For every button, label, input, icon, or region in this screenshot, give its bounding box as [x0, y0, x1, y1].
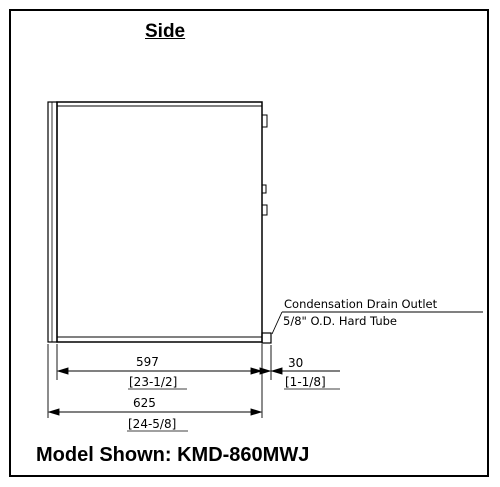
overall-in-label: [24-5/8]: [128, 417, 176, 431]
dimension-depth: [56, 344, 263, 380]
callout-leader: [271, 311, 483, 335]
cabinet-body: [56, 101, 263, 343]
front-panel: [47, 101, 58, 343]
rear-fittings: [261, 114, 268, 216]
depth-mm-label: 597: [136, 355, 159, 369]
callout-line-2: 5/8" O.D. Hard Tube: [283, 314, 397, 328]
drawing-frame: [9, 9, 489, 477]
view-title: Side: [145, 21, 186, 42]
drain-outlet: [261, 332, 272, 344]
callout-line-1: Condensation Drain Outlet: [284, 297, 438, 311]
model-caption: Model Shown: KMD-860MWJ: [36, 444, 310, 466]
overall-mm-label: 625: [133, 396, 156, 410]
dimension-overall: [47, 344, 263, 418]
dimension-drain: [259, 345, 340, 380]
drain-mm-label: 30: [288, 356, 303, 370]
drain-in-label: [1-1/8]: [285, 375, 326, 389]
depth-in-label: [23-1/2]: [129, 375, 177, 389]
